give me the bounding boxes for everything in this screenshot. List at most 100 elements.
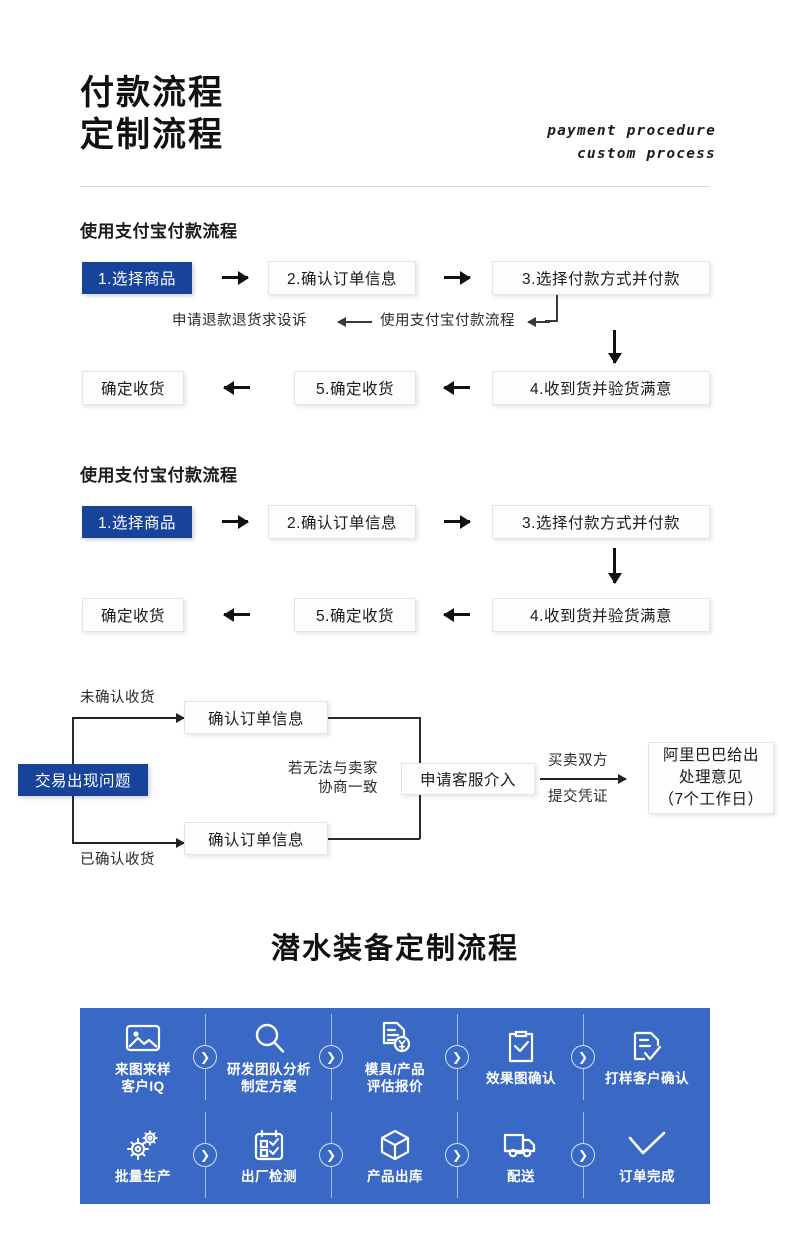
flow3-arrow-to-result (540, 778, 626, 780)
flow1-arrow-5to6 (224, 386, 250, 389)
chevron-right-icon: ❯ (571, 1143, 595, 1167)
flow2-step5-box[interactable]: 5.确定收货 (294, 598, 416, 632)
step-cell-1[interactable]: 来图来样 客户IQ ❯ (80, 1008, 217, 1106)
flow2-section-title: 使用支付宝付款流程 (80, 466, 238, 485)
flow3-branch-bottom-label: 已确认收货 (80, 852, 155, 868)
step-cell-2[interactable]: 研发团队分析 制定方案 ❯ (206, 1008, 343, 1106)
step-label-8a: 产品出库 (367, 1168, 423, 1184)
flow1-arrow-4to5 (444, 386, 470, 389)
chevron-right-icon: ❯ (445, 1045, 469, 1069)
chevron-right-icon: ❯ (193, 1045, 217, 1069)
step-label-1a: 来图来样 (115, 1062, 171, 1077)
step-label-3a: 模具/产品 (364, 1062, 426, 1077)
flow2-arrow-1to2 (222, 520, 248, 523)
flow3-result-line1: 阿里巴巴给出 (662, 747, 759, 764)
flow2-step6-box[interactable]: 确定收货 (82, 598, 184, 632)
flow1-step1-box[interactable]: 1.选择商品 (82, 262, 192, 294)
flow3-arrow-label-bottom: 提交凭证 (548, 789, 608, 805)
flow1-return-arrow2 (528, 321, 550, 323)
step-label-3b: 评估报价 (366, 1079, 423, 1094)
step-cell-7[interactable]: 出厂检测 ❯ (206, 1106, 343, 1204)
flow3-note: 若无法与卖家 协商一致 (272, 760, 378, 798)
flow2-step4-box[interactable]: 4.收到货并验货满意 (492, 598, 710, 632)
flow3-arrow-to-bottom-box (72, 842, 184, 844)
flow1-arrow-2to3 (444, 276, 470, 279)
check-icon (625, 1126, 669, 1164)
step-cell-10[interactable]: 订单完成 (584, 1106, 710, 1204)
flow3-bottom-box[interactable]: 确认订单信息 (184, 822, 328, 855)
step-cell-8[interactable]: 产品出库 ❯ (332, 1106, 469, 1204)
step-label-2b: 制定方案 (241, 1079, 297, 1094)
step-label-2a: 研发团队分析 (227, 1062, 311, 1077)
flow3-merge-top-line (328, 717, 420, 719)
flow1-arrow-3to4 (613, 330, 616, 363)
search-icon (252, 1019, 286, 1057)
flow1-step2-box[interactable]: 2.确认订单信息 (268, 261, 416, 295)
page-subtitle: payment procedure custom process (460, 120, 716, 166)
flow2-step3-box[interactable]: 3.选择付款方式并付款 (492, 505, 710, 539)
page-subtitle-line2: custom process (576, 146, 716, 162)
flow3-branch-down (72, 796, 74, 843)
flow2-step1-box[interactable]: 1.选择商品 (82, 506, 192, 538)
page-title: 付款流程 定制流程 (80, 72, 500, 156)
image-icon (125, 1019, 161, 1057)
step-cell-9[interactable]: 配送 ❯ (458, 1106, 595, 1204)
flow1-return-left-label: 申请退款退货求设诉 (172, 313, 307, 329)
step-cell-3[interactable]: 模具/产品 评估报价 ❯ (332, 1008, 469, 1106)
chevron-right-icon: ❯ (571, 1045, 595, 1069)
checklist-icon (253, 1126, 285, 1164)
flow2-arrow-3to4 (613, 548, 616, 583)
page-title-line1: 付款流程 (80, 74, 224, 112)
step-label-7a: 出厂检测 (241, 1168, 297, 1184)
quote-doc-icon (378, 1019, 412, 1057)
step-label-6a: 批量生产 (115, 1168, 171, 1184)
step-label-4a: 效果图确认 (486, 1070, 556, 1086)
flow1-step3-box[interactable]: 3.选择付款方式并付款 (492, 261, 710, 295)
flow1-section-title: 使用支付宝付款流程 (80, 222, 238, 241)
flow2-arrow-5to6 (224, 613, 250, 616)
flow3-arrow-to-top-box (72, 717, 184, 719)
chevron-right-icon: ❯ (319, 1143, 343, 1167)
flow3-result-line2: 处理意见 (678, 769, 743, 786)
flow3-branch-top-label: 未确认收货 (80, 690, 155, 706)
flow2-step2-box[interactable]: 2.确认订单信息 (268, 505, 416, 539)
page-title-line2: 定制流程 (80, 116, 224, 154)
custom-process-title: 潜水装备定制流程 (270, 933, 519, 965)
step-cell-4[interactable]: 效果图确认 ❯ (458, 1008, 595, 1106)
gears-icon (124, 1126, 162, 1164)
flow1-return-arrow (338, 321, 372, 323)
flow1-step5-box[interactable]: 5.确定收货 (294, 371, 416, 405)
truck-icon (502, 1126, 540, 1164)
flow3-start-box[interactable]: 交易出现问题 (18, 764, 148, 796)
chevron-right-icon: ❯ (445, 1143, 469, 1167)
flow3-result-line3: （7个工作日） (658, 791, 764, 808)
custom-process-grid: 来图来样 客户IQ ❯ 研发团队分析 制定方案 ❯ (80, 1008, 710, 1204)
header-divider (80, 186, 710, 187)
step-label-10a: 订单完成 (619, 1168, 675, 1184)
step-label-9a: 配送 (507, 1168, 535, 1184)
step-label-5a: 打样客户确认 (605, 1070, 689, 1086)
step-cell-6[interactable]: 批量生产 ❯ (80, 1106, 217, 1204)
flow3-branch-up (72, 718, 74, 764)
box-icon (378, 1126, 412, 1164)
flow3-merge-bottom-line (328, 838, 420, 840)
flow3-note-line1: 若无法与卖家 (288, 761, 378, 777)
flow3-service-box[interactable]: 申请客服介入 (401, 763, 535, 795)
step-label-1b: 客户IQ (121, 1079, 165, 1094)
chevron-right-icon: ❯ (319, 1045, 343, 1069)
flow1-return-right-label: 使用支付宝付款流程 (380, 313, 515, 329)
flow2-arrow-2to3 (444, 520, 470, 523)
flow1-step4-box[interactable]: 4.收到货并验货满意 (492, 371, 710, 405)
flow3-result-box[interactable]: 阿里巴巴给出 处理意见 （7个工作日） (648, 742, 774, 814)
flow1-arrow-1to2 (222, 276, 248, 279)
flow3-top-box[interactable]: 确认订单信息 (184, 701, 328, 734)
flow1-return-vline (556, 295, 558, 322)
step-cell-5[interactable]: 打样客户确认 (584, 1008, 710, 1106)
page-subtitle-line1: payment procedure (547, 123, 716, 139)
flow3-arrow-label-top: 买卖双方 (548, 753, 608, 769)
flow1-return-corner (545, 320, 558, 322)
clipboard-check-icon (506, 1028, 536, 1066)
flow2-arrow-4to5 (444, 613, 470, 616)
flow1-step6-box[interactable]: 确定收货 (82, 371, 184, 405)
doc-check-icon (630, 1028, 664, 1066)
